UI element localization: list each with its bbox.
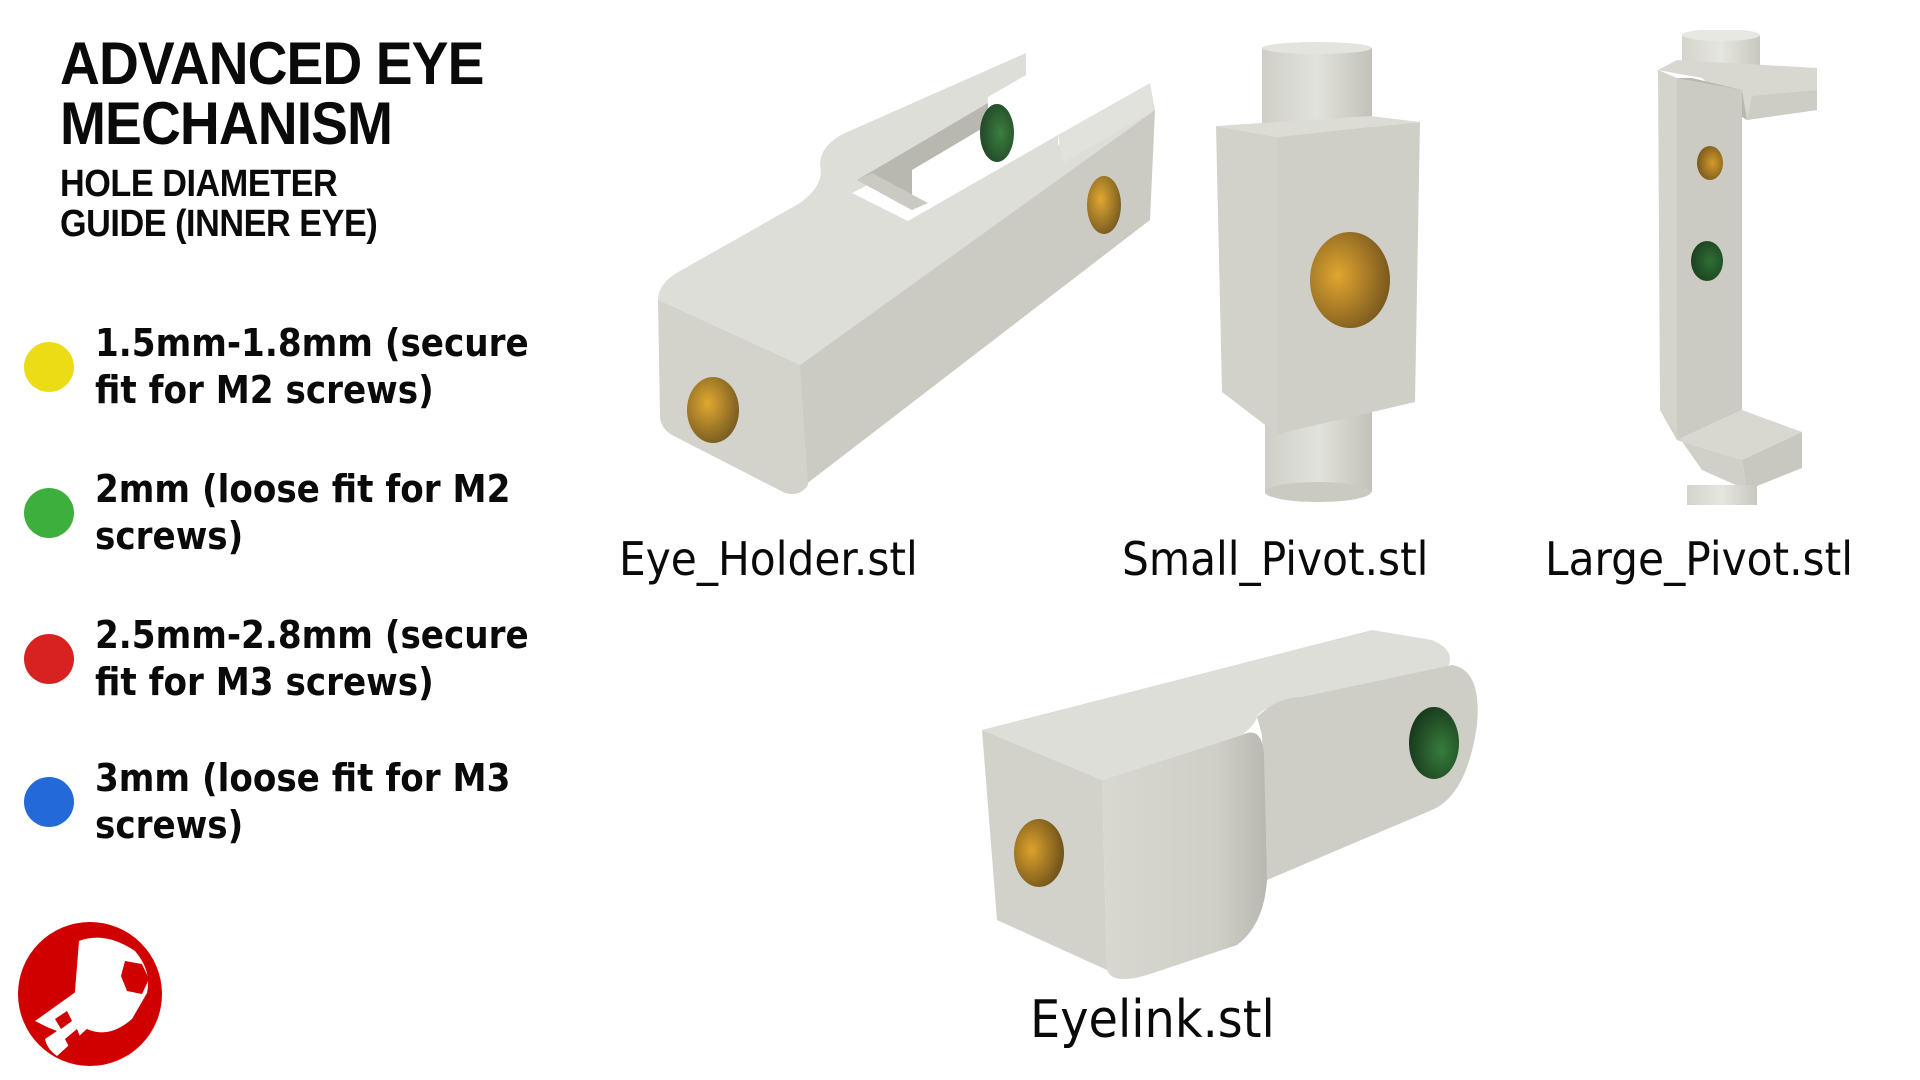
legend-text-line: screws): [95, 514, 244, 558]
legend-item-blue: 3mm (loose fit for M3 screws): [24, 755, 557, 849]
legend-text-line: 3mm (loose fit for M3: [95, 756, 511, 800]
eye-holder-label: Eye_Holder.stl: [619, 532, 918, 586]
legend-text-line: fit for M2 screws): [95, 368, 434, 412]
eyelink-render-icon: [972, 625, 1562, 985]
eyelink-label: Eyelink.stl: [1030, 990, 1275, 1050]
legend-text-line: 2.5mm-2.8mm (secure: [95, 613, 529, 657]
page-title: ADVANCED EYE MECHANISM: [60, 30, 484, 157]
legend-text-line: screws): [95, 803, 244, 847]
legend-text-line: fit for M3 screws): [95, 660, 434, 704]
bolt-logo-icon: [17, 921, 163, 1067]
legend-text-line: 1.5mm-1.8mm (secure: [95, 321, 529, 365]
large-pivot-render-icon: [1652, 30, 1832, 510]
red-dot-icon: [24, 634, 74, 684]
legend-item-yellow: 1.5mm-1.8mm (secure fit for M2 screws): [24, 320, 577, 414]
subtitle-line-1: HOLE DIAMETER: [60, 163, 338, 205]
blue-dot-icon: [24, 777, 74, 827]
subtitle-line-2: GUIDE (INNER EYE): [60, 203, 378, 245]
eye-holder-render-icon: [650, 45, 1170, 495]
legend-item-green: 2mm (loose fit for M2 screws): [24, 466, 557, 560]
small-pivot-label: Small_Pivot.stl: [1122, 532, 1429, 586]
legend-item-red: 2.5mm-2.8mm (secure fit for M3 screws): [24, 612, 577, 706]
yellow-dot-icon: [24, 342, 74, 392]
title-line-1: ADVANCED EYE: [60, 30, 484, 97]
title-line-2: MECHANISM: [60, 90, 393, 157]
small-pivot-render-icon: [1210, 42, 1470, 502]
green-dot-icon: [24, 488, 74, 538]
legend-text-line: 2mm (loose fit for M2: [95, 467, 511, 511]
large-pivot-label: Large_Pivot.stl: [1545, 532, 1853, 586]
page-subtitle: HOLE DIAMETER GUIDE (INNER EYE): [60, 163, 378, 245]
